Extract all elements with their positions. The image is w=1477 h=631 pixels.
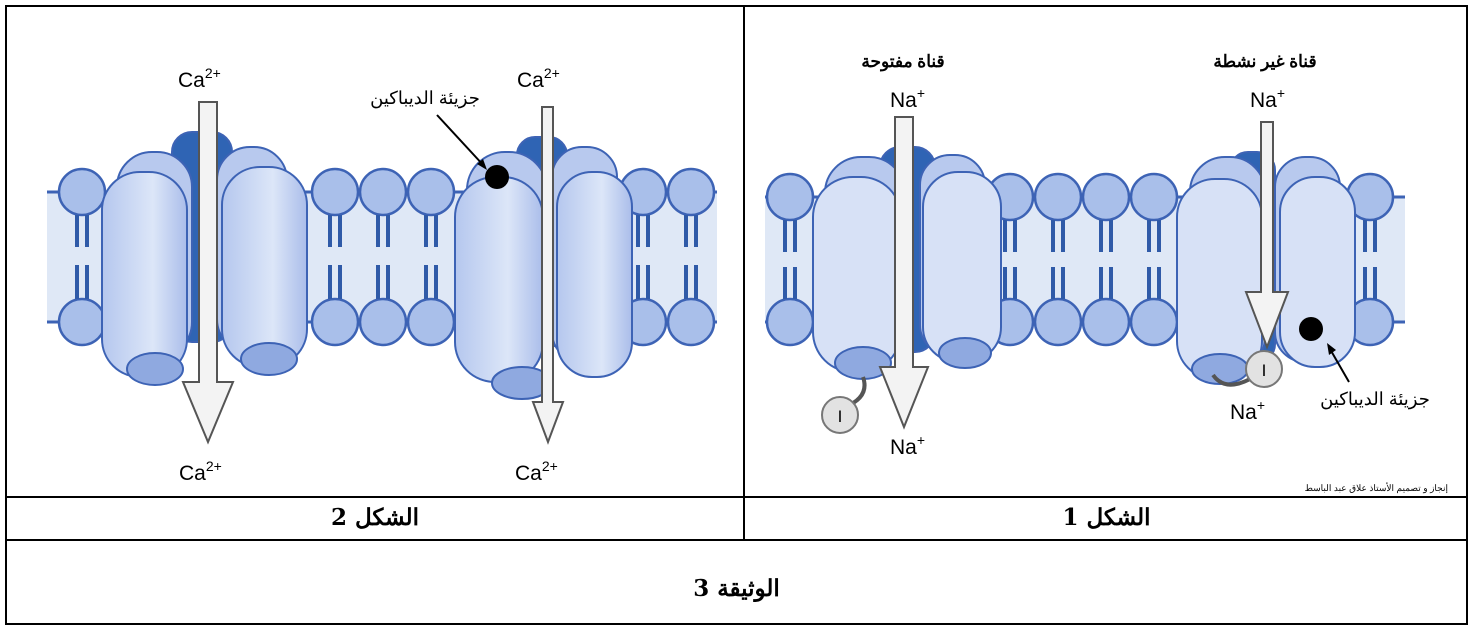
- figure-2-caption: الشكل 2: [7, 504, 743, 531]
- diabacaine-label-fig1: جزيئة الديباكين: [1320, 389, 1430, 410]
- na-top-inactive-label: Na+: [1250, 85, 1285, 112]
- ca-top-right-label: Ca2+: [517, 65, 560, 92]
- figure-2-diagram: Ca2+ Ca2+ Ca2+ Ca2+ جزيئة الديباكين: [7, 7, 743, 496]
- document-caption: الوثيقة 3: [7, 575, 1466, 602]
- diabacaine-molecule: [1299, 317, 1323, 341]
- diabacaine-pointer: [437, 115, 485, 167]
- diabacaine-label-fig2: جزيئة الديباكين: [370, 88, 480, 109]
- document-frame: Ca2+ Ca2+ Ca2+ Ca2+ جزيئة الديباكين: [5, 5, 1468, 625]
- na-bottom-inactive-label: Na+: [1230, 397, 1265, 424]
- open-channel-label: قناة مفتوحة: [861, 52, 944, 72]
- author-credit: إنجاز و تصميم الأستاذ علاق عبد الباسط: [1305, 483, 1448, 494]
- inactive-channel-label: قناة غير نشطة: [1213, 52, 1316, 72]
- caption-divider: [7, 496, 1466, 498]
- figure-1-diagram: I I قناة مفتوحة قناة غير نشطة Na+ Na+ Na…: [745, 7, 1468, 496]
- figure-1-caption: الشكل 1: [745, 504, 1468, 531]
- ca-bottom-right-label: Ca2+: [515, 458, 558, 485]
- diabacaine-molecule: [485, 165, 509, 189]
- ca-bottom-left-label: Ca2+: [179, 458, 222, 485]
- na-bottom-open-label: Na+: [890, 432, 925, 459]
- na-top-open-label: Na+: [890, 85, 925, 112]
- gate-letter-closed: I: [1262, 361, 1267, 380]
- panel-divider-vertical: [743, 7, 745, 539]
- gate-letter-open: I: [838, 407, 843, 426]
- ca-top-left-label: Ca2+: [178, 65, 221, 92]
- document-caption-divider: [7, 539, 1466, 541]
